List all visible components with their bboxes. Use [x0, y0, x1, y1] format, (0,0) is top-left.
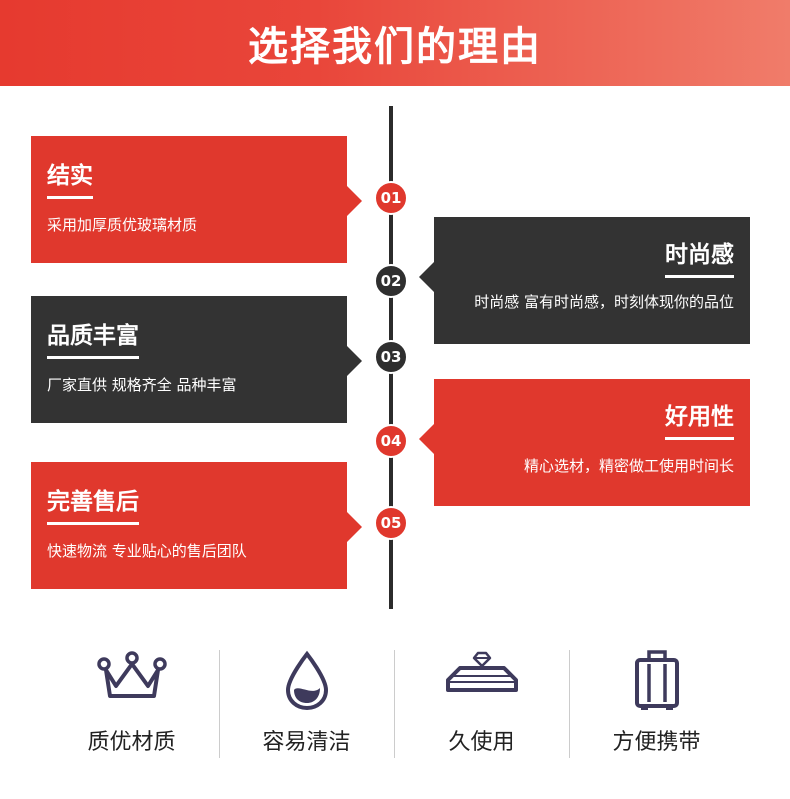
reason-desc: 厂家直供 规格齐全 品种丰富: [47, 376, 237, 394]
timeline-node-03: 03: [374, 340, 408, 374]
timeline-node-05: 05: [374, 506, 408, 540]
feature-quality: 质优材质: [44, 650, 219, 760]
reason-card-variety: 品质丰富 厂家直供 规格齐全 品种丰富: [31, 296, 362, 423]
reason-desc: 时尚感 富有时尚感，时刻体现你的品位: [474, 293, 734, 311]
luggage-icon: [612, 650, 702, 712]
page-title: 选择我们的理由: [248, 24, 542, 70]
crown-icon: [87, 650, 177, 712]
reason-title: 好用性: [665, 397, 734, 440]
reason-desc: 精心选材，精密做工使用时间长: [523, 457, 734, 475]
feature-row: 质优材质 容易清洁 久使用: [44, 650, 744, 760]
timeline-node-02: 02: [374, 264, 408, 298]
feature-label: 方便携带: [612, 730, 701, 755]
feature-label: 质优材质: [87, 730, 176, 755]
header-banner: 选择我们的理由: [0, 0, 790, 86]
reason-card-sturdy: 结实 采用加厚质优玻璃材质: [31, 136, 362, 263]
reason-title: 结实: [47, 156, 93, 199]
reason-card-usability: 好用性 精心选材，精密做工使用时间长: [419, 379, 750, 506]
feature-durable: 久使用: [394, 650, 569, 760]
reason-title: 时尚感: [665, 235, 734, 278]
feature-easy-clean: 容易清洁: [219, 650, 394, 760]
reason-title: 完善售后: [47, 482, 139, 525]
diamond-ring-icon: [437, 650, 527, 712]
water-drop-icon: [262, 650, 352, 712]
feature-portable: 方便携带: [569, 650, 744, 760]
reason-card-fashion: 时尚感 时尚感 富有时尚感，时刻体现你的品位: [419, 217, 750, 344]
reason-desc: 采用加厚质优玻璃材质: [47, 216, 198, 234]
timeline-node-01: 01: [374, 181, 408, 215]
reason-desc: 快速物流 专业贴心的售后团队: [47, 542, 247, 560]
timeline-node-04: 04: [374, 424, 408, 458]
feature-label: 容易清洁: [262, 730, 351, 755]
reason-card-aftersales: 完善售后 快速物流 专业贴心的售后团队: [31, 462, 362, 589]
reason-title: 品质丰富: [47, 316, 139, 359]
feature-label: 久使用: [448, 730, 515, 755]
